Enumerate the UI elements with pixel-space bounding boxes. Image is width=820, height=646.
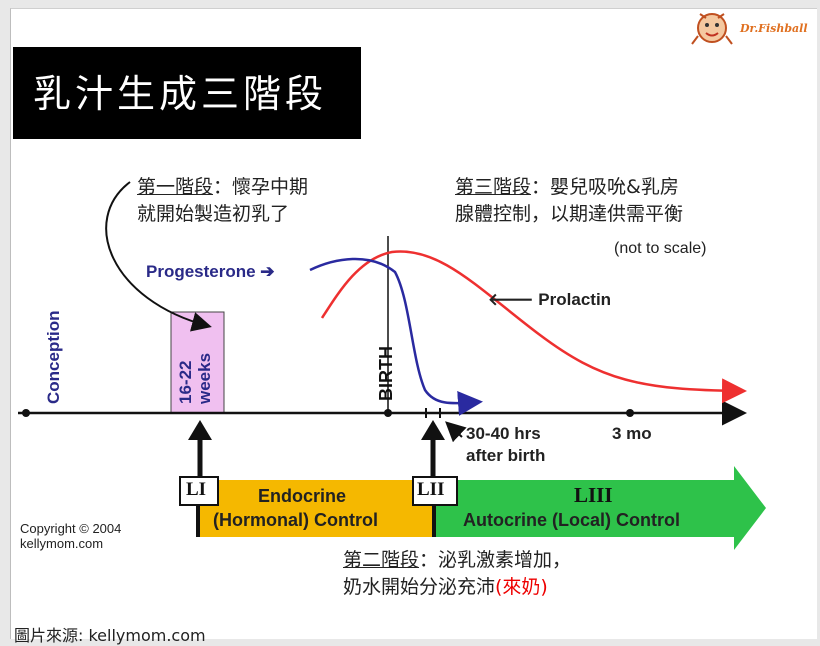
conception-dot xyxy=(22,409,30,417)
hours-label-2: after birth xyxy=(466,446,546,465)
not-to-scale-note: (not to scale) xyxy=(614,240,707,257)
stage1-pointer-arrow xyxy=(105,181,212,332)
autocrine-label: Autocrine (Local) Control xyxy=(463,510,680,530)
weeks-label: 16-22 weeks xyxy=(176,352,214,404)
stage2-line2: 奶水開始分泌充沛(來奶) xyxy=(343,572,548,599)
progesterone-label: Progesterone ➔ xyxy=(146,262,275,281)
stage2-line1: 第二階段：泌乳激素增加， xyxy=(343,545,571,572)
stage1-line1-rest: ：懷孕中期 xyxy=(213,176,309,198)
l1-box xyxy=(179,476,219,506)
stage1-line2: 就開始製造初乳了 xyxy=(137,203,290,225)
stage2-line2-red: (來奶) xyxy=(495,576,548,598)
three-mo-label: 3 mo xyxy=(612,424,652,443)
logo-text: Dr.Fishball xyxy=(740,22,808,35)
prolactin-label: 🡐 Prolactin xyxy=(488,290,612,309)
hrs-pointer-arrow xyxy=(445,421,467,443)
stage3-line2: 腺體控制，以期達供需平衡 xyxy=(455,203,684,225)
endocrine-label-2: (Hormonal) Control xyxy=(213,510,378,530)
endocrine-left-edge xyxy=(196,480,200,537)
hours-label-1: 30-40 hrs xyxy=(466,424,541,443)
stage2-line1-rest: ：泌乳激素增加， xyxy=(419,549,572,571)
l3-label: LIII xyxy=(574,483,613,507)
autocrine-left-edge xyxy=(432,480,436,537)
prolactin-curve xyxy=(320,250,747,404)
logo: Dr.Fishball xyxy=(690,6,810,48)
stage1-line1: 第一階段：懷孕中期 xyxy=(137,172,308,199)
title-banner: 乳汁生成三階段 xyxy=(13,47,361,139)
stage3-line1-rest: ：嬰兒吸吮&乳房 xyxy=(531,176,679,198)
copyright-line1: Copyright © 2004 xyxy=(20,521,122,536)
birth-label: BIRTH xyxy=(376,346,396,401)
l2-box xyxy=(412,476,458,506)
stage3-line1: 第三階段：嬰兒吸吮&乳房 xyxy=(455,172,679,199)
l1-up-arrow-head xyxy=(188,420,212,440)
three-mo-dot xyxy=(626,409,634,417)
stage1-label: 第一階段 xyxy=(137,176,214,198)
stage2-label: 第二階段 xyxy=(343,549,420,571)
stage2-line2-main: 奶水開始分泌充沛 xyxy=(343,576,496,598)
fishball-mascot-icon xyxy=(691,13,733,45)
endocrine-label-1: Endocrine xyxy=(258,486,347,506)
progesterone-curve xyxy=(309,257,483,416)
page-title: 乳汁生成三階段 xyxy=(33,72,328,116)
l2-label: LII xyxy=(417,479,445,500)
l2-up-arrow-head xyxy=(421,420,445,440)
stage3-label: 第三階段 xyxy=(455,176,532,198)
l1-label: LI xyxy=(186,479,207,500)
endocrine-band xyxy=(196,480,434,537)
image-source-caption: 圖片來源: kellymom.com xyxy=(14,626,206,645)
copyright-line2: kellymom.com xyxy=(20,536,104,551)
conception-label: Conception xyxy=(44,310,63,405)
autocrine-band xyxy=(434,466,766,550)
